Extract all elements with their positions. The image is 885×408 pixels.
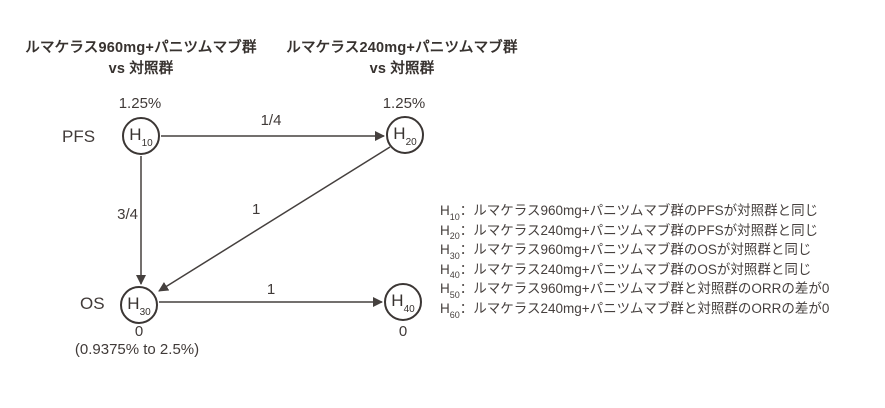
legend-h30-text: ルマケラス960mg+パニツムマブ群のOSが対照群と同じ	[473, 242, 812, 258]
edge-h20-h30	[158, 146, 391, 292]
alpha-h40: 0	[398, 323, 408, 340]
node-h10-label: H10	[129, 124, 153, 150]
alpha-h20: 1.25%	[382, 95, 426, 112]
column-header-960mg-line1: ルマケラス960mg+パニツムマブ群	[25, 40, 257, 56]
legend-h40-id: H40	[440, 261, 460, 281]
hypothesis-legend: H10：ルマケラス960mg+パニツムマブ群のPFSが対照群と同じ H20：ルマ…	[440, 201, 830, 320]
legend-h50-id: H50	[440, 281, 460, 301]
node-h40-subscript: 40	[403, 304, 415, 316]
column-header-240mg-line2: vs 対照群	[369, 61, 435, 77]
legend-h30-separator: ：	[459, 242, 474, 258]
legend-h40-text: ルマケラス240mg+パニツムマブ群のOSが対照群と同じ	[473, 261, 812, 277]
legend-h40-separator: ：	[459, 261, 474, 277]
legend-h50-text: ルマケラス960mg+パニツムマブ群と対照群のORRの差が0	[473, 281, 830, 297]
alpha-h30: 0	[134, 323, 144, 340]
legend-h60-id: H60	[440, 300, 460, 320]
legend-item-h20: H20：ルマケラス240mg+パニツムマブ群のPFSが対照群と同じ	[440, 221, 829, 242]
node-h10: H10	[122, 117, 160, 155]
legend-h10-id: H10	[440, 203, 460, 222]
legend-item-h50: H50：ルマケラス960mg+パニツムマブ群と対照群のORRの差が0	[440, 279, 830, 301]
column-header-240mg-line1: ルマケラス240mg+パニツムマブ群	[286, 40, 518, 56]
edge-weight-h10-h30: 3/4	[117, 206, 138, 223]
node-h20: H20	[386, 116, 424, 154]
node-h30: H30	[120, 286, 158, 324]
node-h40: H40	[384, 283, 422, 321]
legend-h60-text: ルマケラス240mg+パニツムマブ群と対照群のORRの差が0	[473, 300, 830, 316]
column-header-960mg: ルマケラス960mg+パニツムマブ群 vs 対照群	[16, 38, 266, 80]
edge-weight-h30-h40: 1	[266, 281, 276, 298]
edge-weight-h10-h20: 1/4	[260, 112, 282, 129]
legend-h50-separator: ：	[459, 281, 474, 297]
row-label-pfs: PFS	[62, 127, 96, 146]
legend-item-h60: H60：ルマケラス240mg+パニツムマブ群と対照群のORRの差が0	[440, 299, 830, 320]
legend-item-h40: H40：ルマケラス240mg+パニツムマブ群のOSが対照群と同じ	[440, 260, 829, 281]
legend-item-h10: H10：ルマケラス960mg+パニツムマブ群のPFSが対照群と同じ	[440, 201, 829, 222]
legend-h20-text: ルマケラス240mg+パニツムマブ群のPFSが対照群と同じ	[473, 222, 819, 238]
legend-h60-separator: ：	[459, 300, 474, 316]
node-h20-subscript: 20	[405, 137, 417, 149]
column-header-960mg-line2: vs 対照群	[108, 61, 174, 77]
legend-item-h30: H30：ルマケラス960mg+パニツムマブ群のOSが対照群と同じ	[440, 240, 829, 261]
column-header-240mg: ルマケラス240mg+パニツムマブ群 vs 対照群	[277, 38, 527, 80]
edge-weight-h20-h30: 1	[252, 201, 261, 218]
legend-h10-text: ルマケラス960mg+パニツムマブ群のPFSが対照群と同じ	[473, 203, 819, 218]
node-h30-label: H30	[127, 293, 151, 319]
node-h10-subscript: 10	[141, 138, 153, 150]
legend-h10-separator: ：	[459, 203, 474, 218]
legend-h20-separator: ：	[459, 222, 474, 238]
alpha-range-h30: (0.9375% to 2.5%)	[74, 341, 200, 358]
node-h40-label: H40	[391, 290, 415, 316]
legend-h20-id: H20	[440, 222, 460, 242]
alpha-h10: 1.25%	[118, 95, 162, 112]
row-label-os: OS	[80, 294, 105, 313]
node-h30-subscript: 30	[139, 307, 151, 319]
legend-h30-id: H30	[440, 242, 460, 261]
node-h20-label: H20	[393, 123, 417, 149]
